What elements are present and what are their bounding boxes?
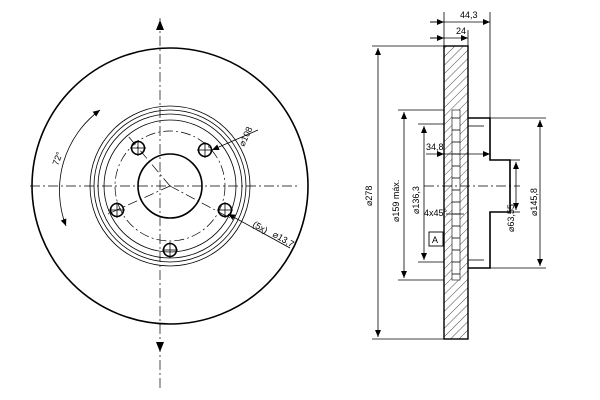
pcd-leader <box>211 129 259 151</box>
disc-outer-edge <box>31 47 309 325</box>
chamfer-label: 4x45° <box>424 208 448 218</box>
holes-count-label: (5x) <box>251 219 269 235</box>
disc-section-hatched <box>443 45 469 340</box>
pcd-label: ⌀108 <box>237 125 255 148</box>
center-bore <box>137 153 203 219</box>
outer-dia-label: ⌀278 <box>364 186 374 206</box>
depth-label: 34,8 <box>426 142 444 152</box>
section-arrow-top <box>156 20 164 30</box>
hat-dia-label: ⌀145,8 <box>529 188 539 216</box>
hole-dia-label: ⌀13,7 <box>271 229 296 249</box>
section-arrow-bottom <box>156 342 164 352</box>
radial-centerlines <box>107 135 231 219</box>
front-view: 72° ⌀108 (5x) ⌀13,7 <box>30 18 309 390</box>
hole-leader <box>227 213 291 249</box>
side-view: 44,3 24 ⌀278 ⌀159 máx. ⌀136,3 34,8 4x45°… <box>364 10 546 340</box>
angle-dimension-arc <box>59 109 101 227</box>
vent-channel <box>451 109 461 281</box>
total-height-label: 44,3 <box>460 10 478 20</box>
datum-label: A <box>432 235 438 245</box>
hat-section <box>468 117 511 269</box>
bore-label: ⌀63,55 <box>506 204 516 232</box>
disc-thickness-label: 24 <box>456 26 466 36</box>
dia-136-label: ⌀136,3 <box>411 186 421 214</box>
max-dia-label: ⌀159 máx. <box>391 180 401 222</box>
datum-box <box>428 231 444 247</box>
bolt-pitch-circle <box>114 130 226 242</box>
angle-label: 72° <box>50 150 64 167</box>
hole-center-marks <box>109 140 233 258</box>
